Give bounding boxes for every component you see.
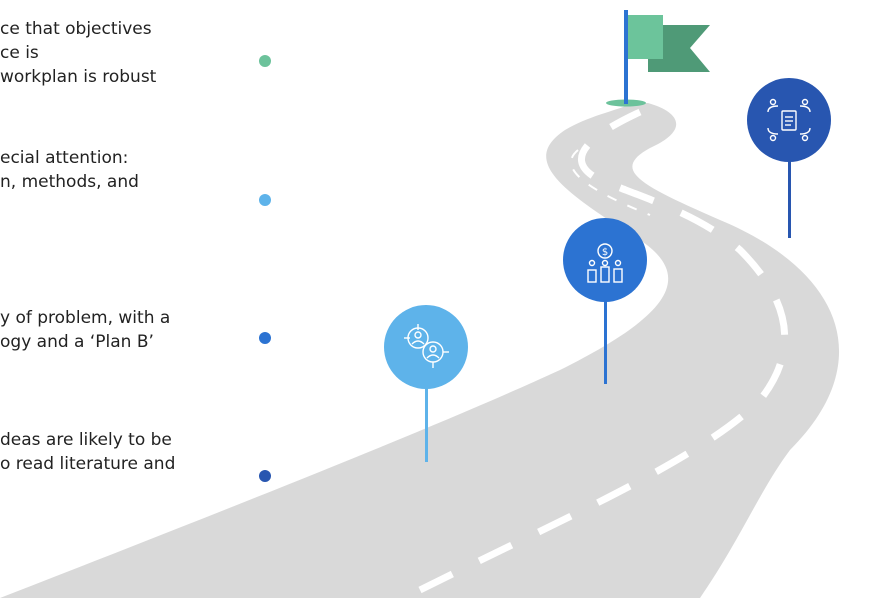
step-4-line-2: o read literature and — [0, 454, 176, 474]
milestone-3-circle — [747, 78, 831, 162]
svg-text:$: $ — [602, 247, 608, 258]
step-text-4: deas are likely to be o read literature … — [0, 428, 175, 476]
money-bar-chart-icon: $ — [587, 243, 623, 283]
milestone-1 — [384, 305, 468, 462]
step-4-line-1: deas are likely to be — [0, 430, 172, 450]
target-people-icon — [404, 324, 449, 368]
step-text-3: y of problem, with a ogy and a ‘Plan B’ — [0, 306, 170, 354]
bullet-3 — [259, 332, 271, 344]
step-2-line-2: n, methods, and — [0, 172, 139, 192]
bullet-4 — [259, 470, 271, 482]
step-2-line-1: ecial attention: — [0, 148, 129, 168]
milestone-3 — [747, 78, 831, 238]
flag-pole — [624, 10, 628, 104]
flag-back — [648, 25, 710, 72]
step-text-1: ce that objectives ce is workplan is rob… — [0, 17, 156, 89]
flag-icon — [606, 10, 710, 107]
milestone-3-stem — [788, 140, 791, 238]
bullet-1 — [259, 55, 271, 67]
step-1-line-2: ce is — [0, 43, 39, 63]
step-1-line-3: workplan is robust — [0, 67, 157, 87]
bullet-2 — [259, 194, 271, 206]
network-document-icon — [767, 98, 811, 142]
road-left-edge — [570, 149, 651, 216]
milestone-1-stem — [425, 370, 428, 462]
step-1-line-1: ce that objectives — [0, 19, 152, 39]
step-3-line-1: y of problem, with a — [0, 308, 171, 328]
flag-front — [628, 15, 663, 59]
milestone-2: $ — [563, 218, 647, 384]
milestone-1-circle — [384, 305, 468, 389]
road-center-line — [418, 108, 789, 594]
milestone-2-stem — [604, 282, 607, 384]
step-3-line-2: ogy and a ‘Plan B’ — [0, 332, 154, 352]
step-text-2: ecial attention: n, methods, and — [0, 146, 139, 194]
